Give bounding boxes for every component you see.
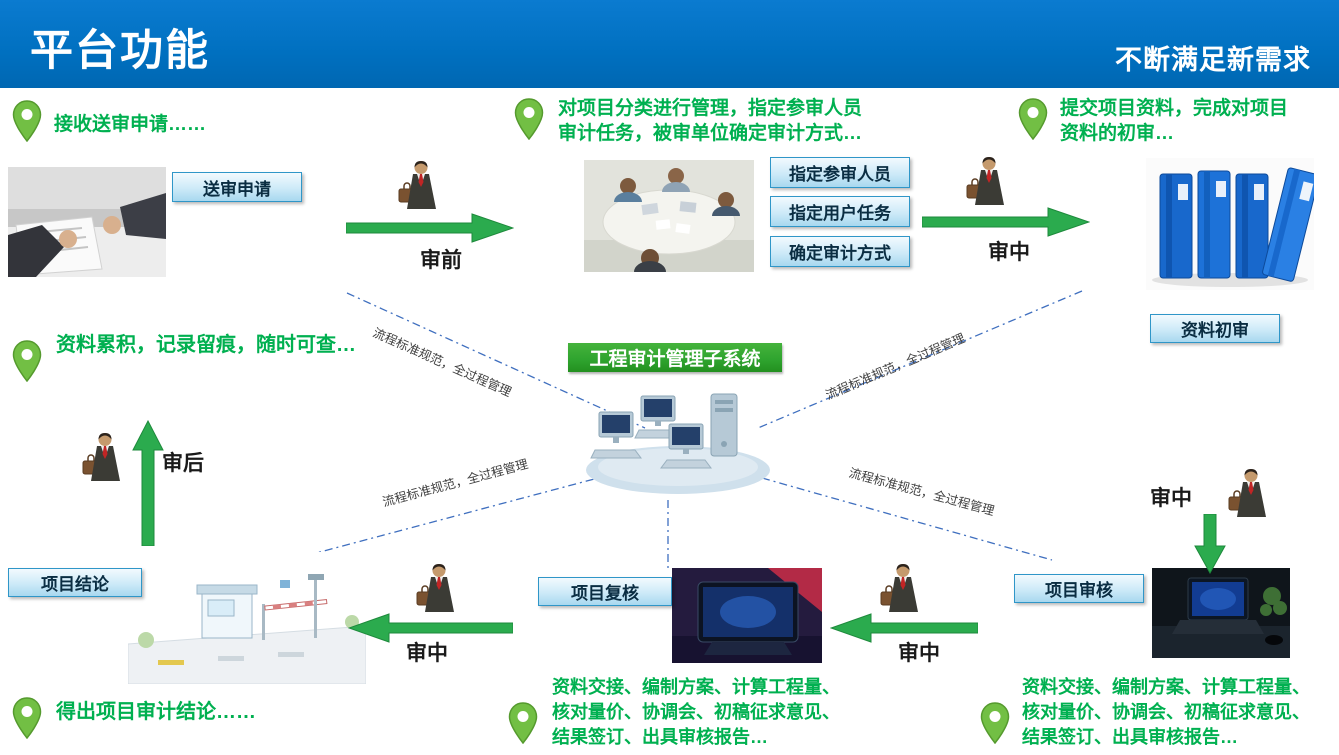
- arrow-down-audit-icon: [1194, 514, 1226, 574]
- note-process-middle: 资料交接、编制方案、计算工程量、 核对量价、协调会、初稿征求意见、 结果签订、出…: [552, 675, 840, 750]
- location-pin-icon: [12, 100, 42, 142]
- meeting-photo: [584, 160, 754, 272]
- auditor-person-icon: [1228, 469, 1266, 517]
- location-pin-icon: [980, 702, 1010, 744]
- note-manage: 对项目分类进行管理，指定参审人员 审计任务，被审单位确定审计方式…: [558, 96, 862, 146]
- note-process-right: 资料交接、编制方案、计算工程量、 核对量价、协调会、初稿征求意见、 结果签订、出…: [1022, 675, 1310, 750]
- tag-project-recheck: 项目复核: [538, 577, 672, 606]
- page-subtitle: 不断满足新需求: [1115, 45, 1311, 75]
- stage-post-audit: 审后: [162, 452, 204, 475]
- stage-mid-audit: 审中: [898, 642, 940, 665]
- note-process-line2: 核对量价、协调会、初稿征求意见、: [1022, 702, 1310, 722]
- note-archive: 资料累积，记录留痕，随时可查…: [56, 334, 356, 356]
- stage-mid-audit: 审中: [988, 241, 1030, 264]
- tollgate-illustration: [128, 552, 366, 684]
- arrow-pre-audit-icon: [346, 213, 514, 243]
- arrow-up-post-audit-icon: [132, 420, 164, 546]
- arrow-to-conclusion-icon: [348, 613, 513, 643]
- binders-photo: [1146, 158, 1314, 290]
- note-receive: 接收送审申请……: [54, 114, 207, 135]
- network-computers-illustration: [586, 393, 770, 494]
- tag-project-conclusion: 项目结论: [8, 568, 142, 597]
- laptop-photo: [1152, 568, 1290, 658]
- tag-assign-reviewers: 指定参审人员: [770, 157, 910, 188]
- tag-application: 送审申请: [172, 172, 302, 202]
- stage-mid-audit: 审中: [406, 642, 448, 665]
- tag-project-audit: 项目审核: [1014, 574, 1144, 603]
- page-title: 平台功能: [30, 27, 210, 75]
- location-pin-icon: [1018, 98, 1048, 140]
- tag-assign-tasks: 指定用户任务: [770, 196, 910, 227]
- note-process-line3: 结果签订、出具审核报告…: [1022, 727, 1238, 747]
- auditor-person-icon: [82, 433, 120, 481]
- note-process-line1: 资料交接、编制方案、计算工程量、: [552, 677, 840, 697]
- location-pin-icon: [508, 702, 538, 744]
- note-submit-line1: 提交项目资料，完成对项目: [1060, 98, 1289, 119]
- note-manage-line1: 对项目分类进行管理，指定参审人员: [558, 98, 863, 119]
- stage-pre-audit: 审前: [420, 249, 462, 272]
- tablet-photo: [672, 568, 822, 663]
- auditor-person-icon: [398, 161, 436, 209]
- location-pin-icon: [12, 340, 42, 382]
- location-pin-icon: [12, 697, 42, 739]
- note-process-line3: 结果签订、出具审核报告…: [552, 727, 768, 747]
- note-conclusion: 得出项目审计结论……: [56, 701, 256, 723]
- arrow-to-initial-review-icon: [922, 207, 1090, 237]
- auditor-person-icon: [416, 564, 454, 612]
- note-process-line1: 资料交接、编制方案、计算工程量、: [1022, 677, 1310, 697]
- note-submit: 提交项目资料，完成对项目 资料的初审…: [1060, 96, 1288, 146]
- auditor-person-icon: [966, 157, 1004, 205]
- stage-mid-audit: 审中: [1150, 487, 1192, 510]
- system-title: 工程审计管理子系统: [568, 343, 782, 372]
- note-process-line2: 核对量价、协调会、初稿征求意见、: [552, 702, 840, 722]
- header-bar: 平台功能 不断满足新需求: [0, 0, 1339, 88]
- tag-initial-review: 资料初审: [1150, 314, 1280, 343]
- location-pin-icon: [514, 98, 544, 140]
- tag-confirm-method: 确定审计方式: [770, 236, 910, 267]
- note-submit-line2: 资料的初审…: [1060, 123, 1175, 144]
- note-manage-line2: 审计任务，被审单位确定审计方式…: [558, 123, 863, 144]
- auditor-person-icon: [880, 564, 918, 612]
- arrow-to-recheck-icon: [830, 613, 978, 643]
- application-handshake-photo: [8, 167, 166, 277]
